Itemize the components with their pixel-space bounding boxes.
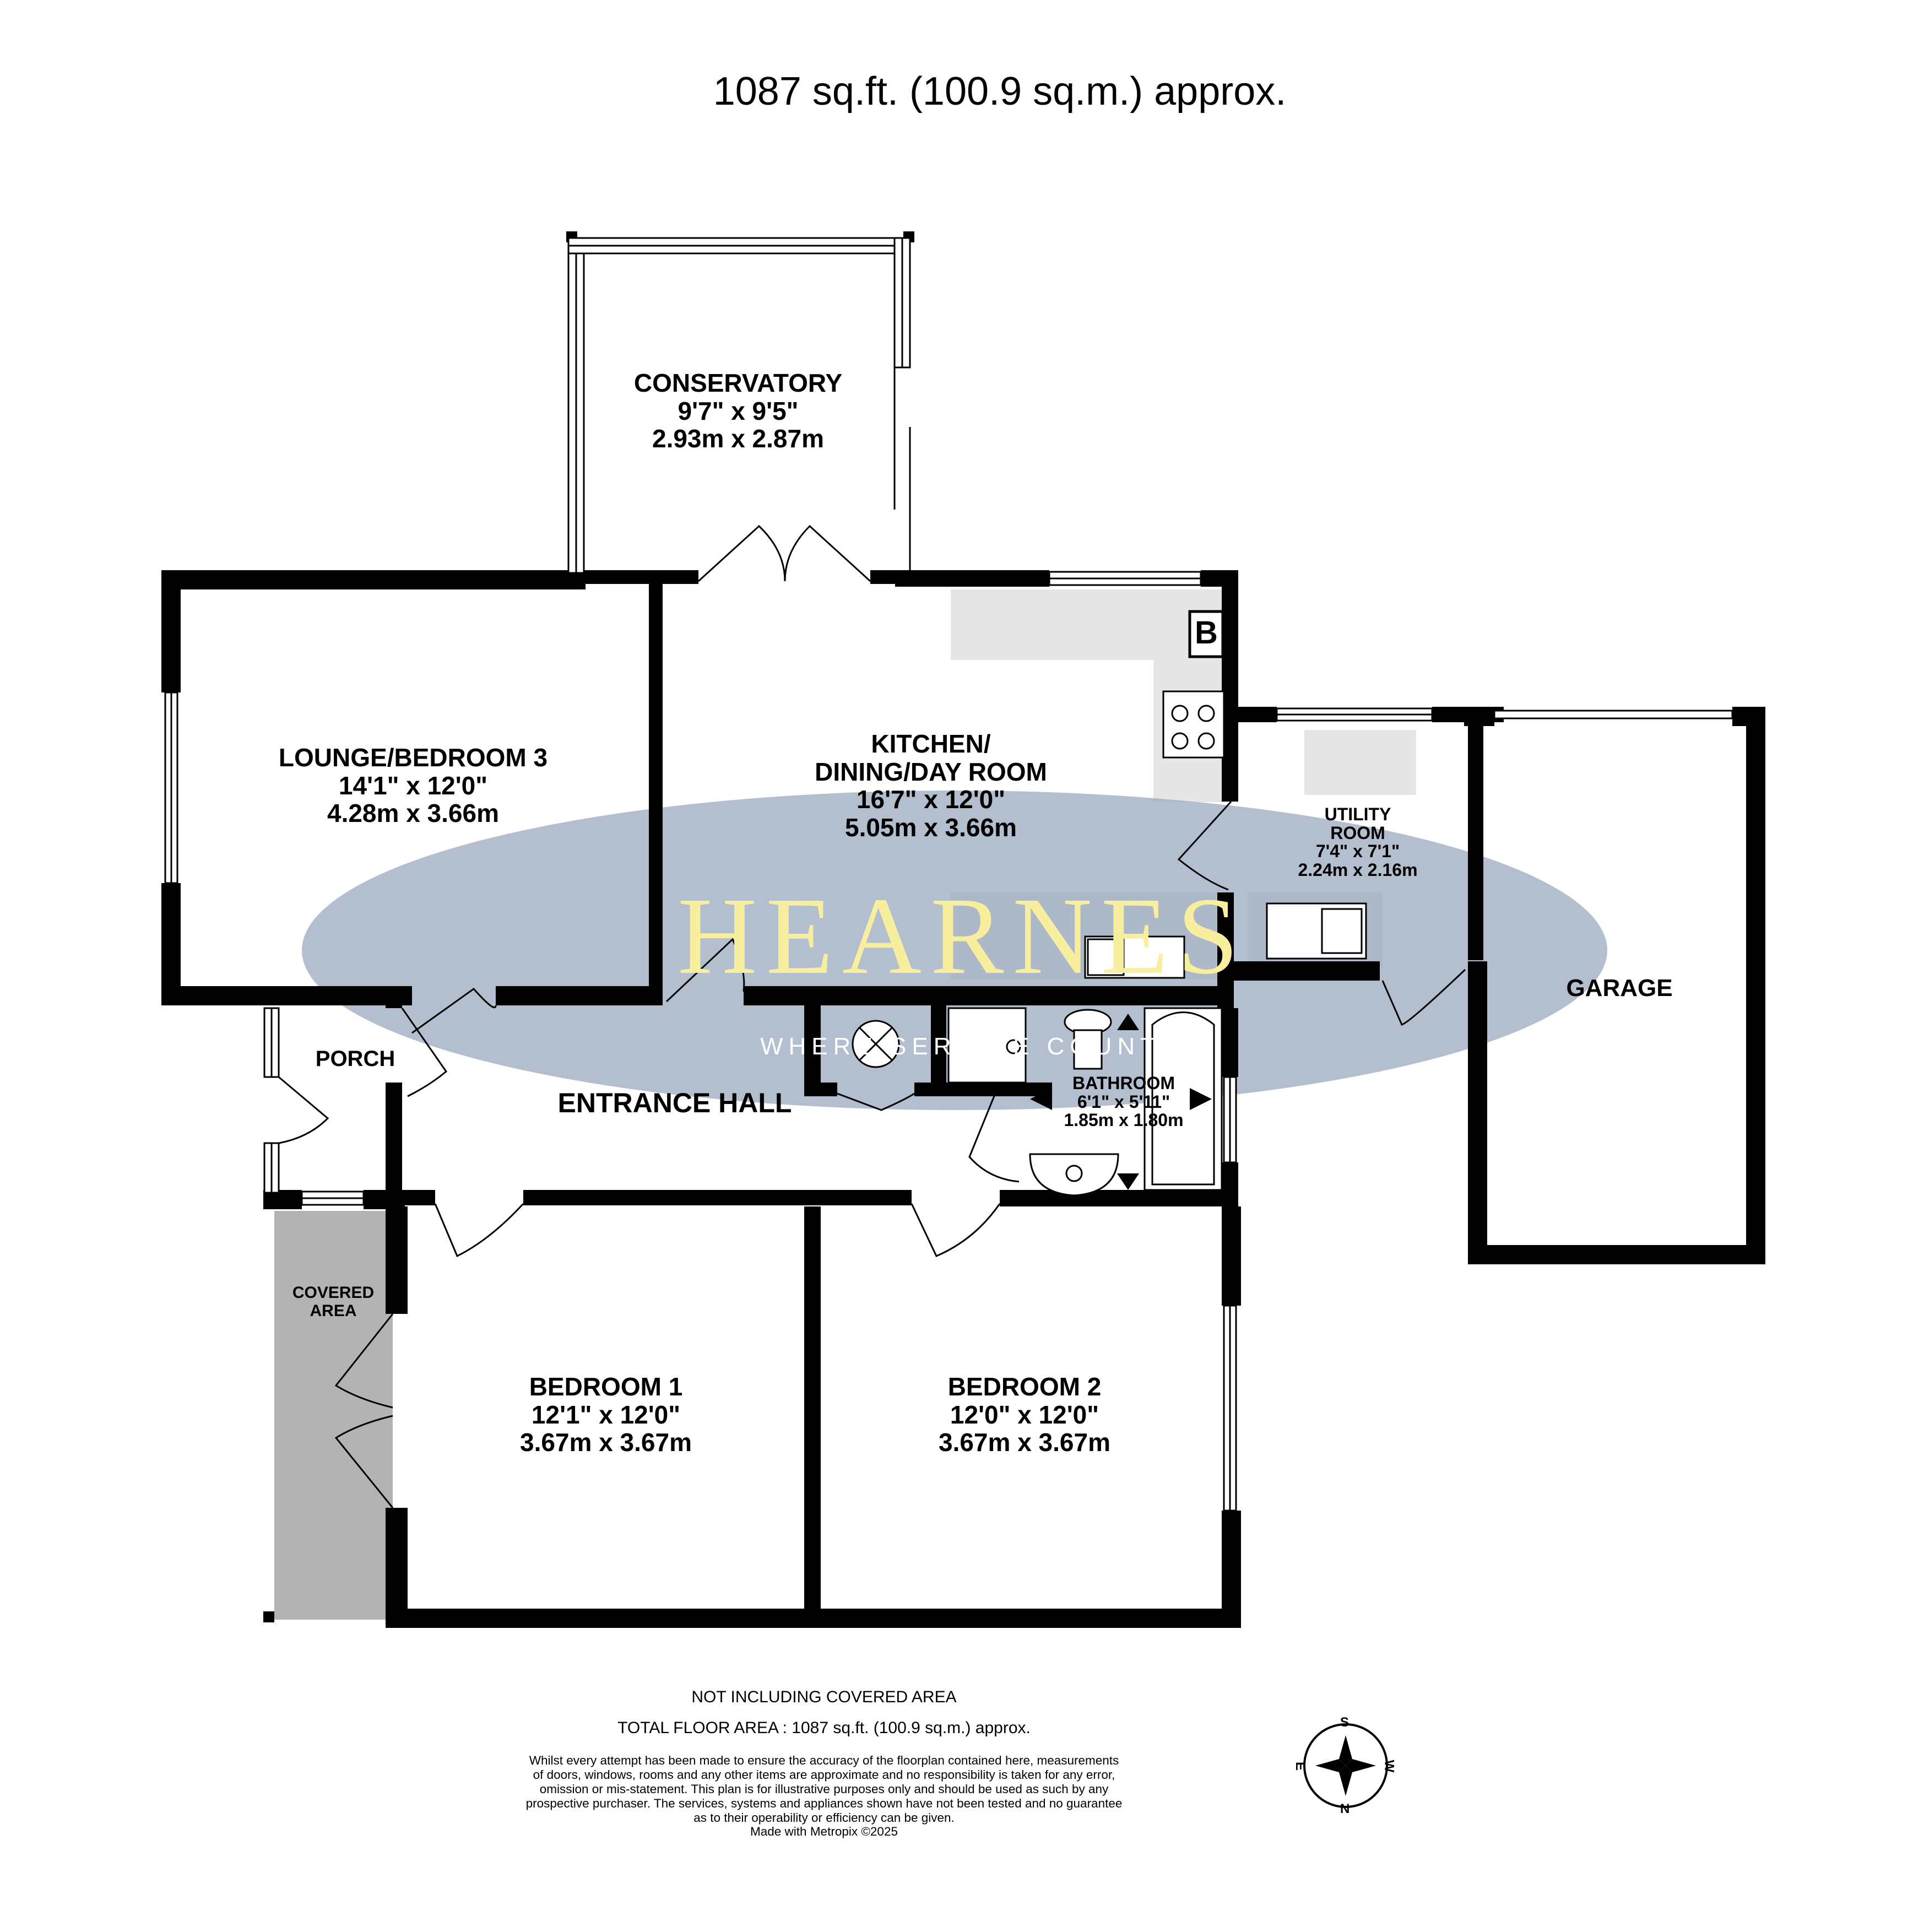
conservatory-name: CONSERVATORY	[633, 369, 843, 397]
entrance-hall-label: ENTRANCE HALL	[557, 1087, 792, 1118]
compass-n-label: N	[1340, 1801, 1350, 1816]
total-area-heading: 1087 sq.ft. (100.9 sq.m.) approx.	[713, 69, 1287, 113]
disclaimer-line: of doors, windows, rooms and any other i…	[533, 1767, 1115, 1782]
bedroom1-metric: 3.67m x 3.67m	[519, 1428, 692, 1457]
garage-label: GARAGE	[1566, 975, 1673, 1002]
footer-disclaimer: Whilst every attempt has been made to en…	[438, 1754, 1210, 1839]
kitchen-name-line1: KITCHEN/	[871, 729, 991, 758]
watermark-ellipse	[302, 791, 1607, 1110]
watermark-tagline: WHERE SERVICE COUNTS	[760, 1033, 1183, 1060]
bedroom1-name: BEDROOM 1	[529, 1372, 683, 1401]
utility-name-line2: ROOM	[1330, 822, 1385, 843]
bedroom2-metric: 3.67m x 3.67m	[938, 1428, 1110, 1457]
disclaimer-line: as to their operability or efficiency ca…	[693, 1810, 955, 1825]
covered-area-name-line2: AREA	[310, 1302, 357, 1320]
doors	[278, 524, 1466, 1508]
lounge-name: LOUNGE/BEDROOM 3	[278, 743, 548, 772]
bedroom2-label: BEDROOM 2 12'0" x 12'0" 3.67m x 3.67m	[887, 1373, 1162, 1457]
bedroom2-imperial: 12'0" x 12'0"	[950, 1400, 1099, 1429]
utility-counter	[1304, 730, 1416, 795]
disclaimer-line: Whilst every attempt has been made to en…	[529, 1754, 1119, 1767]
utility-metric: 2.24m x 2.16m	[1298, 859, 1418, 880]
conservatory-imperial: 9'7" x 9'5"	[678, 396, 799, 425]
porch-label: PORCH	[315, 1047, 395, 1071]
compass-icon	[1303, 1723, 1388, 1808]
bedroom1-label: BEDROOM 1 12'1" x 12'0" 3.67m x 3.67m	[468, 1373, 744, 1457]
kitchen-label: KITCHEN/ DINING/DAY ROOM 16'7" x 12'0" 5…	[771, 730, 1091, 841]
bathroom-metric: 1.85m x 1.80m	[1064, 1110, 1184, 1130]
lounge-metric: 4.28m x 3.66m	[327, 799, 499, 828]
lounge-imperial: 14'1" x 12'0"	[338, 771, 488, 800]
utility-label: UTILITY ROOM 7'4" x 7'1" 2.24m x 2.16m	[1278, 805, 1438, 879]
footer-total-area: TOTAL FLOOR AREA : 1087 sq.ft. (100.9 sq…	[617, 1719, 1031, 1737]
bathroom-label: BATHROOM 6'1" x 5'11" 1.85m x 1.80m	[1041, 1074, 1206, 1130]
utility-imperial: 7'4" x 7'1"	[1315, 841, 1400, 862]
kitchen-imperial: 16'7" x 12'0"	[856, 785, 1006, 814]
disclaimer-line: omission or mis-statement. This plan is …	[539, 1782, 1109, 1796]
windows	[164, 237, 1733, 1512]
bathroom-imperial: 6'1" x 5'11"	[1077, 1091, 1170, 1112]
dimension-arrows	[1030, 1014, 1212, 1190]
kitchen-metric: 5.05m x 3.66m	[844, 813, 1017, 842]
lounge-label: LOUNGE/BEDROOM 3 14'1" x 12'0" 4.28m x 3…	[231, 744, 595, 827]
footer-note: NOT INCLUDING COVERED AREA	[691, 1688, 957, 1706]
bedroom1-imperial: 12'1" x 12'0"	[531, 1400, 681, 1429]
bedroom2-name: BEDROOM 2	[947, 1372, 1102, 1401]
covered-area-fill	[274, 1211, 393, 1620]
conservatory-label: CONSERVATORY 9'7" x 9'5" 2.93m x 2.87m	[606, 369, 870, 453]
kitchen-name-line2: DINING/DAY ROOM	[815, 757, 1047, 786]
conservatory-metric: 2.93m x 2.87m	[652, 424, 824, 453]
fixtures	[852, 610, 1367, 1197]
watermark-brand: HEARNES	[678, 875, 1248, 997]
covered-area-label: COVERED AREA	[275, 1284, 391, 1320]
walls	[161, 231, 1765, 1628]
disclaimer-line: prospective purchaser. The services, sys…	[525, 1796, 1123, 1810]
compass-e-label: E	[1293, 1761, 1308, 1771]
bathroom-name: BATHROOM	[1072, 1073, 1175, 1093]
utility-name-line1: UTILITY	[1324, 804, 1391, 824]
covered-area-name-line1: COVERED	[292, 1284, 375, 1302]
boiler-label: B	[1195, 615, 1218, 651]
footer-credit: Made with Metropix ©2025	[750, 1825, 898, 1839]
compass-w-label: W	[1381, 1760, 1397, 1773]
compass-s-label: S	[1340, 1715, 1349, 1730]
